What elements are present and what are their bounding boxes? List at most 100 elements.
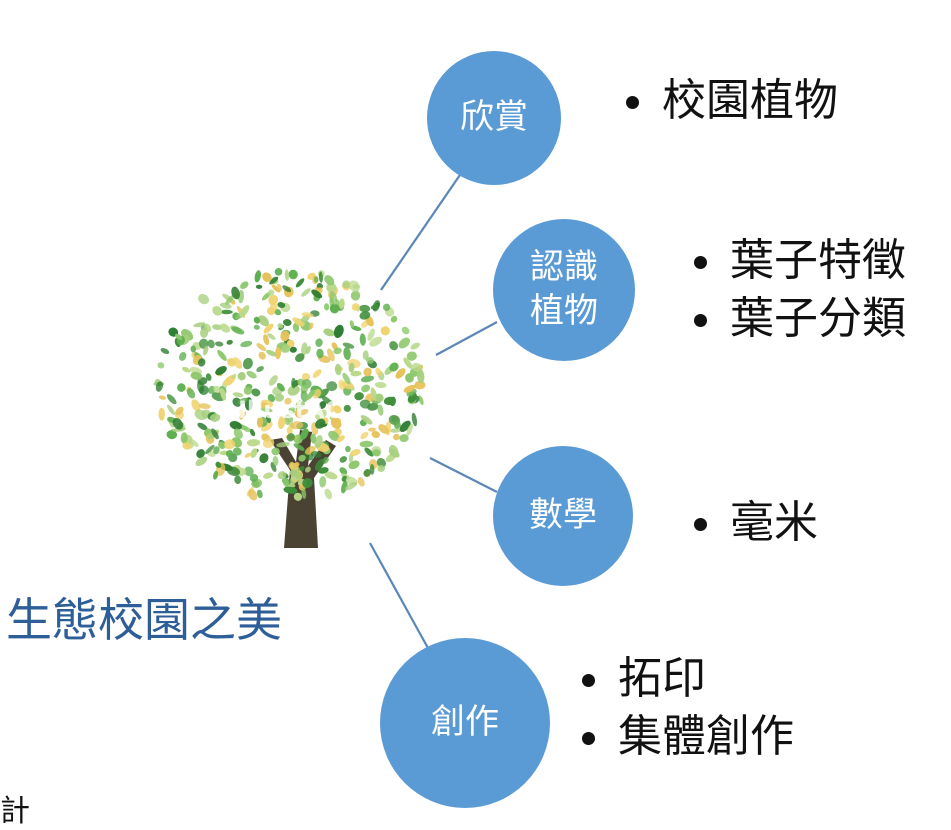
tree-leaf xyxy=(239,305,250,318)
tree-leaf xyxy=(375,367,382,377)
tree-leaf xyxy=(209,413,221,422)
tree-leaf xyxy=(367,328,375,341)
tree-leaf xyxy=(182,442,192,450)
tree-leaf xyxy=(231,286,240,300)
tree-leaf xyxy=(389,341,399,351)
tree-leaf xyxy=(202,345,209,356)
tree-leaf xyxy=(309,322,314,330)
tree-leaf xyxy=(399,434,409,443)
tree-leaf xyxy=(157,362,165,369)
tree-leaf xyxy=(284,397,292,405)
tree-leaf xyxy=(336,435,345,443)
tree-leaf xyxy=(240,340,253,348)
tree-leaf xyxy=(186,388,196,399)
tree-leaf xyxy=(220,388,227,401)
tree-leaf xyxy=(190,371,203,380)
tree-leaf xyxy=(263,334,270,346)
tree-leaf xyxy=(285,414,294,423)
tree-leaf xyxy=(401,326,410,335)
tree-leaf xyxy=(360,415,373,425)
node-label: 數學 xyxy=(529,495,597,536)
tree-leaf xyxy=(306,389,316,401)
tree-leaf xyxy=(256,416,264,428)
tree-leaf xyxy=(350,290,361,301)
tree-leaf xyxy=(301,372,311,381)
tree-leaf xyxy=(263,472,274,479)
bullet-item: 葉子特徵 xyxy=(688,232,906,290)
tree-leaf xyxy=(301,288,311,297)
node-recognize-plants: 認識 植物 xyxy=(493,219,635,361)
tree-leaf xyxy=(199,327,209,338)
tree-leaf xyxy=(328,430,340,441)
tree-leaf xyxy=(378,424,389,434)
tree-leaf xyxy=(388,448,400,458)
tree-leaf xyxy=(215,341,224,347)
bullet-item: 校園植物 xyxy=(620,72,838,130)
tree-leaf xyxy=(289,421,304,430)
tree-leaf xyxy=(369,336,383,347)
tree-leaf xyxy=(237,397,249,405)
tree-leaf xyxy=(286,426,293,435)
tree-leaf xyxy=(194,409,207,421)
connector-line-1 xyxy=(380,171,463,291)
tree-leaf xyxy=(268,294,279,306)
tree-leaf xyxy=(233,428,243,439)
tree-leaf xyxy=(282,285,292,293)
tree-leaf xyxy=(254,270,261,283)
tree-leaf xyxy=(326,381,338,392)
tree-leaf xyxy=(269,276,279,285)
bullet-list-create: 拓印 集體創作 xyxy=(576,650,794,766)
tree-leaf xyxy=(344,482,358,491)
connector-line-2 xyxy=(435,321,498,356)
tree-leaf xyxy=(333,324,344,339)
tree-leaf xyxy=(418,395,424,406)
node-math: 數學 xyxy=(493,446,633,586)
tree-leaf xyxy=(289,346,297,353)
tree-leaf xyxy=(293,443,305,451)
diagram-title: 生態校園之美 xyxy=(6,593,282,647)
tree-leaf xyxy=(314,458,325,471)
tree-leaf xyxy=(330,417,342,429)
tree-leaf xyxy=(327,348,335,362)
tree-leaf xyxy=(300,390,308,402)
tree-leaf xyxy=(290,476,297,485)
tree-leaf xyxy=(232,357,243,369)
tree-leaf xyxy=(283,486,298,494)
tree-leaf xyxy=(383,396,396,406)
tree-leaf xyxy=(324,488,333,500)
node-label: 欣賞 xyxy=(460,97,528,138)
tree-leaf xyxy=(345,445,351,453)
tree-leaf xyxy=(240,281,249,290)
tree-leaf xyxy=(315,409,327,420)
tree-leaf xyxy=(291,377,297,389)
tree-leaf xyxy=(262,438,275,449)
tree-leaf xyxy=(224,439,236,450)
tree-leaf xyxy=(272,456,279,466)
tree-leaf xyxy=(198,385,209,396)
tree-leaf xyxy=(276,441,290,448)
tree-leaf xyxy=(242,357,253,370)
tree-leaf xyxy=(288,406,296,414)
tree-leaf xyxy=(295,353,305,362)
tree-leaf xyxy=(204,444,215,455)
node-label-line-2: 植物 xyxy=(530,291,598,331)
tree-leaf xyxy=(191,399,201,412)
tree-leaf xyxy=(244,466,254,477)
tree-leaf xyxy=(324,275,335,286)
tree-leaf xyxy=(304,466,311,473)
tree-leaf xyxy=(277,323,284,329)
tree-leaf xyxy=(256,343,267,352)
tree-leaf xyxy=(375,393,384,402)
tree-leaf xyxy=(349,320,355,328)
tree-leaf xyxy=(403,384,416,393)
tree-leaf xyxy=(215,461,222,468)
tree-leaf xyxy=(207,339,215,349)
tree-leaf xyxy=(281,344,291,353)
tree-leaf xyxy=(359,311,371,320)
tree-leaf xyxy=(362,350,369,360)
tree-leaf xyxy=(177,383,186,392)
tree-leaf xyxy=(315,418,326,429)
tree-leaf xyxy=(259,402,267,408)
tree-leaf xyxy=(329,291,338,305)
tree-leaf xyxy=(316,283,324,289)
